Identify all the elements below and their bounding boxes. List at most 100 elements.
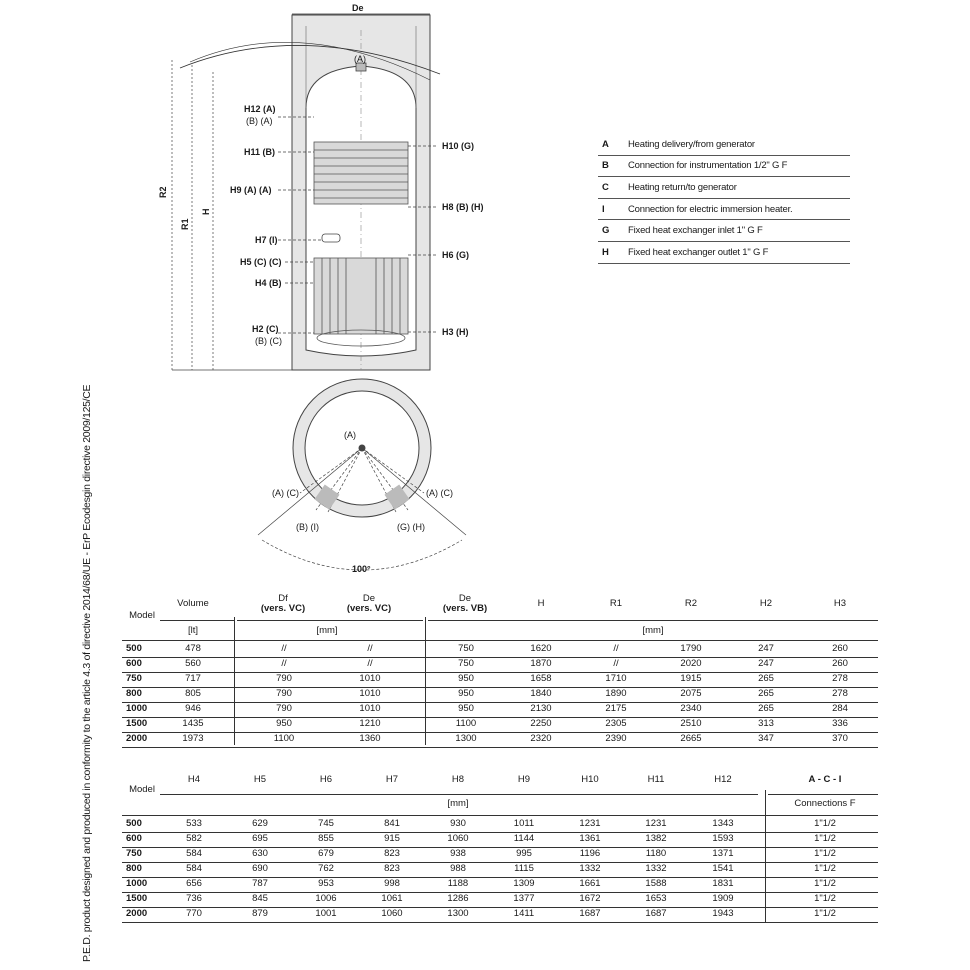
table-cell: 1593 xyxy=(712,833,734,844)
model-header: Model xyxy=(129,784,155,795)
plan-view xyxy=(257,378,467,571)
table-cell: 988 xyxy=(450,863,466,874)
upper-coil xyxy=(313,141,409,205)
table-cell: // xyxy=(367,643,373,654)
table-cell: 313 xyxy=(758,718,774,729)
model-cell: 800 xyxy=(126,863,142,874)
table-cell: 1840 xyxy=(530,688,552,699)
table-cell: 265 xyxy=(758,688,774,699)
table-cell: 1196 xyxy=(579,848,601,859)
table-cell: 1361 xyxy=(579,833,601,844)
header-divider xyxy=(768,794,878,795)
table-cell: // xyxy=(367,658,373,669)
h-label: H xyxy=(201,209,211,216)
table-cell: 1672 xyxy=(579,893,601,904)
model-cell: 2000 xyxy=(126,733,148,744)
table-cell: 1890 xyxy=(605,688,627,699)
model-header: Model xyxy=(129,610,155,621)
table-cell: 946 xyxy=(185,703,201,714)
table-cell: 823 xyxy=(384,848,400,859)
table-cell: 1210 xyxy=(359,718,381,729)
table-cell: 950 xyxy=(458,703,474,714)
table-cell: 879 xyxy=(252,908,268,919)
table-cell: 2340 xyxy=(680,703,702,714)
model-cell: 750 xyxy=(126,673,142,684)
table-cell: 2250 xyxy=(530,718,552,729)
model-cell: 500 xyxy=(126,818,142,829)
table-cell: // xyxy=(281,643,287,654)
table-cell: // xyxy=(281,658,287,669)
col-header-h8: H8 xyxy=(451,774,465,785)
table-cell: 1687 xyxy=(579,908,601,919)
label-h10: H10 (G) xyxy=(442,141,474,151)
table-cell: 1188 xyxy=(447,878,469,889)
lower-coil xyxy=(313,257,409,347)
table-cell: 679 xyxy=(318,848,334,859)
col-header-r2: R2 xyxy=(684,598,698,609)
table-cell: 1541 xyxy=(712,863,734,874)
table-cell: 915 xyxy=(384,833,400,844)
table-cell: 1100 xyxy=(455,718,477,729)
header-divider xyxy=(428,620,878,621)
table-cell: // xyxy=(613,658,619,669)
table-cell: 736 xyxy=(186,893,202,904)
table-cell: 762 xyxy=(318,863,334,874)
table-cell: 2510 xyxy=(680,718,702,729)
table-cell: // xyxy=(613,643,619,654)
table-cell: 247 xyxy=(758,643,774,654)
label-h6: H6 (G) xyxy=(442,250,469,260)
table-cell: 930 xyxy=(450,818,466,829)
table-cell: 1061 xyxy=(381,893,403,904)
table-cell: 1332 xyxy=(645,863,667,874)
label-h3: H3 (H) xyxy=(442,327,469,337)
table-cell: 284 xyxy=(832,703,848,714)
table-cell: 1915 xyxy=(680,673,702,684)
table-cell: 1309 xyxy=(513,878,535,889)
label-h12-sub: (B) (A) xyxy=(246,116,273,126)
table-cell: 2130 xyxy=(530,703,552,714)
table-cell: 1010 xyxy=(359,688,381,699)
table-cell: 347 xyxy=(758,733,774,744)
table-cell: 717 xyxy=(185,673,201,684)
connection-cell: 1"1/2 xyxy=(814,818,836,829)
label-h5: H5 (C) (C) xyxy=(240,257,282,267)
unit-lt: [lt] xyxy=(187,625,199,636)
table-cell: 1943 xyxy=(712,908,734,919)
table-cell: 1011 xyxy=(513,818,535,829)
table-cell: 2075 xyxy=(680,688,702,699)
col-header-r1: R1 xyxy=(609,598,623,609)
table-cell: 265 xyxy=(758,703,774,714)
row-divider xyxy=(122,732,878,733)
header-divider xyxy=(122,815,878,816)
df-sub-header: (vers. VC) xyxy=(260,603,306,614)
table-cell: 584 xyxy=(186,848,202,859)
table-cell: 1360 xyxy=(359,733,381,744)
table-cell: 953 xyxy=(318,878,334,889)
table-cell: 1620 xyxy=(530,643,552,654)
connections-header: A - C - I xyxy=(808,774,842,785)
row-divider xyxy=(122,877,878,878)
table-cell: 584 xyxy=(186,863,202,874)
table-cell: 247 xyxy=(758,658,774,669)
table-cell: 370 xyxy=(832,733,848,744)
de-header: De xyxy=(362,593,376,604)
de2-sub-header: (vers. VB) xyxy=(442,603,488,614)
row-divider xyxy=(122,832,878,833)
header-divider xyxy=(160,794,758,795)
model-cell: 600 xyxy=(126,833,142,844)
a-top-label: (A) xyxy=(354,54,366,64)
connection-cell: 1"1/2 xyxy=(814,908,836,919)
row-divider xyxy=(122,687,878,688)
column-divider xyxy=(765,790,766,922)
model-cell: 600 xyxy=(126,658,142,669)
connection-cell: 1"1/2 xyxy=(814,878,836,889)
table-cell: 560 xyxy=(185,658,201,669)
table-cell: 278 xyxy=(832,673,848,684)
table-cell: 995 xyxy=(516,848,532,859)
header-divider xyxy=(160,620,234,621)
table-cell: 1010 xyxy=(359,703,381,714)
label-h2-sub: (B) (C) xyxy=(255,336,282,346)
unit-mm: [mm] xyxy=(316,625,338,636)
de2-header: De xyxy=(458,593,472,604)
